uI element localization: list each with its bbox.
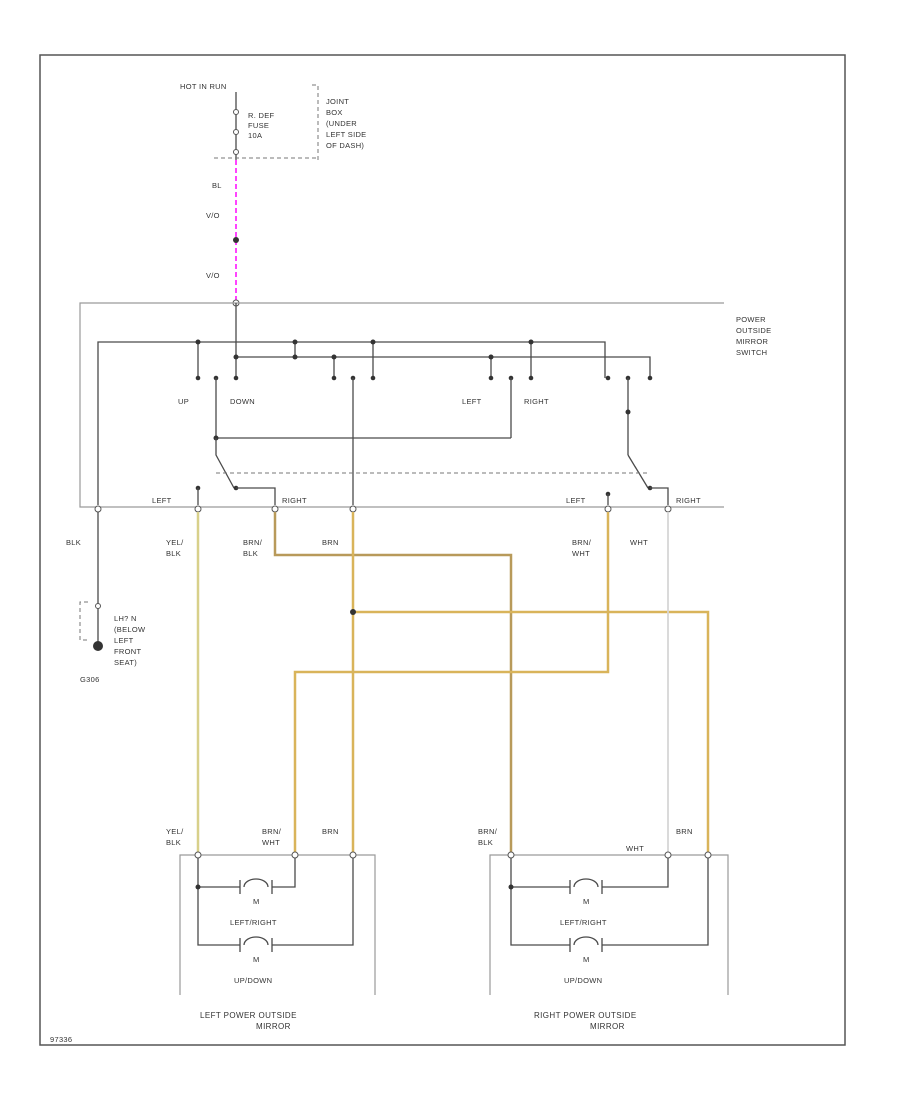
diagram-frame bbox=[39, 54, 846, 1046]
right-ud-motor-label: UP/DOWN bbox=[564, 976, 602, 985]
right-lr-motor bbox=[569, 878, 603, 894]
wire-label-wht: WHT bbox=[630, 538, 648, 547]
left-ud-motor-letter: M bbox=[253, 955, 260, 964]
left-ud-motor-label: UP/DOWN bbox=[234, 976, 272, 985]
fuse-label-1: R. DEF bbox=[248, 111, 275, 120]
wire-brn-blk bbox=[273, 512, 513, 852]
left-mirror-wire-1b: BLK bbox=[166, 838, 181, 847]
switch-down-label: DOWN bbox=[230, 397, 255, 406]
right-lr-motor-label: LEFT/RIGHT bbox=[560, 918, 607, 927]
selector-left-1: LEFT bbox=[152, 496, 172, 505]
harness-wires: BLK YEL/ BLK BRN/ BLK BRN BRN/ WHT WHT bbox=[66, 512, 710, 852]
mirror-switch: POWER OUTSIDE MIRROR SWITCH bbox=[79, 302, 771, 513]
left-lr-motor-label: LEFT/RIGHT bbox=[230, 918, 277, 927]
ground-label-2: (BELOW bbox=[114, 625, 146, 634]
power-feed: HOT IN RUN R. DEF FUSE 10A JOINT BOX (UN… bbox=[180, 82, 367, 307]
selector-right-2: RIGHT bbox=[676, 496, 701, 505]
joint-box-label-3: (UNDER bbox=[326, 119, 357, 128]
diagram-code: 97336 bbox=[50, 1035, 72, 1044]
fuse-label-3: 10A bbox=[248, 131, 262, 140]
ground-label-5: SEAT) bbox=[114, 658, 137, 667]
wire-label-yel-1: YEL/ bbox=[166, 538, 184, 547]
right-mirror-title-1: RIGHT POWER OUTSIDE bbox=[534, 1011, 637, 1020]
right-mirror-title-2: MIRROR bbox=[590, 1022, 625, 1031]
left-mirror-wire-1a: YEL/ bbox=[166, 827, 184, 836]
switch-name-2: OUTSIDE bbox=[736, 326, 771, 335]
ground-label-4: FRONT bbox=[114, 647, 141, 656]
ground-label-1: LH? N bbox=[114, 614, 137, 623]
connector-label-1: V/O bbox=[206, 211, 220, 220]
right-mirror-wire-3: BRN bbox=[676, 827, 693, 836]
ground-name: G306 bbox=[80, 675, 100, 684]
left-mirror-title-1: LEFT POWER OUTSIDE bbox=[200, 1011, 297, 1020]
right-mirror: BRN/ BLK WHT BRN M LEFT/RIGHT M UP/DOWN … bbox=[478, 827, 729, 1031]
left-ud-motor bbox=[239, 936, 273, 952]
wire-label-brnblk-2: BLK bbox=[243, 549, 258, 558]
switch-name-3: MIRROR bbox=[736, 337, 768, 346]
ground: LH? N (BELOW LEFT FRONT SEAT) G306 bbox=[79, 601, 146, 684]
wire-label-brnwht-2: WHT bbox=[572, 549, 590, 558]
right-mirror-wire-2: WHT bbox=[626, 844, 644, 853]
switch-right-label: RIGHT bbox=[524, 397, 549, 406]
joint-box-label-2: BOX bbox=[326, 108, 343, 117]
right-lr-motor-letter: M bbox=[583, 897, 590, 906]
left-mirror-wire-2b: WHT bbox=[262, 838, 280, 847]
switch-left-label: LEFT bbox=[462, 397, 482, 406]
joint-box-label-4: LEFT SIDE bbox=[326, 130, 367, 139]
switch-name-1: POWER bbox=[736, 315, 766, 324]
wire-label-yel-2: BLK bbox=[166, 549, 181, 558]
switch-name-4: SWITCH bbox=[736, 348, 767, 357]
hot-label: HOT IN RUN bbox=[180, 82, 227, 91]
left-mirror-title-2: MIRROR bbox=[256, 1022, 291, 1031]
wire-label-brnblk-1: BRN/ bbox=[243, 538, 263, 547]
right-mirror-wire-1a: BRN/ bbox=[478, 827, 498, 836]
ground-label-3: LEFT bbox=[114, 636, 134, 645]
connector-label-2: V/O bbox=[206, 271, 220, 280]
right-ud-motor bbox=[569, 936, 603, 952]
left-mirror-wire-2a: BRN/ bbox=[262, 827, 282, 836]
left-mirror: YEL/ BLK BRN/ WHT BRN M LEFT/RIGHT M UP/… bbox=[166, 827, 376, 1031]
right-mirror-wire-1b: BLK bbox=[478, 838, 493, 847]
selector-right-1: RIGHT bbox=[282, 496, 307, 505]
wire-label-bl: BL bbox=[212, 181, 222, 190]
right-ud-motor-letter: M bbox=[583, 955, 590, 964]
selector-left-2: LEFT bbox=[566, 496, 586, 505]
left-lr-motor bbox=[239, 878, 273, 894]
joint-box-label-1: JOINT bbox=[326, 97, 349, 106]
joint-box-label-5: OF DASH) bbox=[326, 141, 364, 150]
left-lr-motor-letter: M bbox=[253, 897, 260, 906]
left-mirror-wire-3: BRN bbox=[322, 827, 339, 836]
wire-label-blk: BLK bbox=[66, 538, 81, 547]
wire-brn-wht bbox=[293, 512, 610, 852]
fuse-label-2: FUSE bbox=[248, 121, 269, 130]
switch-up-label: UP bbox=[178, 397, 189, 406]
wire-label-brnwht-1: BRN/ bbox=[572, 538, 592, 547]
wire-label-brn: BRN bbox=[322, 538, 339, 547]
